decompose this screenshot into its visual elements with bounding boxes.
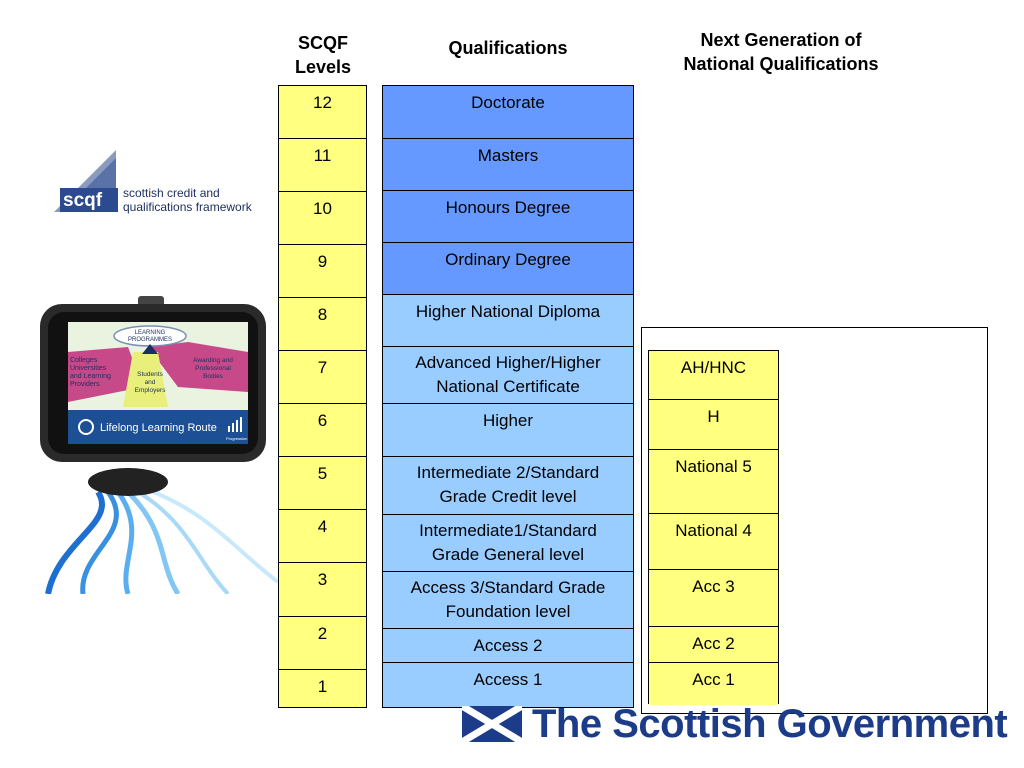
header-nextgen-line1: Next Generation of (700, 30, 862, 50)
qualification-line1: Higher National Diploma (415, 302, 601, 321)
qualification-line1: Ordinary Degree (445, 250, 571, 269)
level-cell-11: 11 (279, 139, 366, 192)
qualification-line1: Advanced Higher/Higher (415, 353, 601, 372)
satnav-top-label-2: PROGRAMMES (128, 337, 172, 343)
level-cell-9: 9 (279, 245, 366, 298)
qualification-line2: National Certificate (436, 377, 580, 396)
satnav-left-label-1: Colleges (70, 357, 98, 364)
satnav-route-label: Lifelong Learning Route (100, 422, 217, 434)
satnav-right-label-2: Professional (195, 365, 231, 372)
qualification-line1: Access 1 (473, 670, 543, 689)
qualification-line1: Higher (482, 411, 534, 430)
qualification-line1: Access 2 (473, 636, 543, 655)
header-next-generation: Next Generation of National Qualificatio… (640, 28, 922, 76)
qualification-cell: Doctorate (383, 86, 633, 139)
level-cell-1: 1 (279, 670, 366, 707)
next-generation-cell: Acc 2 (649, 627, 778, 663)
satnav-right-label-3: Bodies (203, 373, 224, 380)
next-generation-cell: National 4 (649, 514, 778, 570)
scottish-government-wordmark: The Scottish Government (532, 702, 1008, 746)
qualification-line1: Doctorate (471, 93, 545, 112)
next-generation-cell: AH/HNC (649, 351, 778, 400)
level-cell-10: 10 (279, 192, 366, 245)
qualification-cell: Access 2 (383, 629, 633, 663)
qualification-cell: Masters (383, 139, 633, 191)
satnav-progression-label: Progression (226, 436, 247, 441)
next-generation-cell: National 5 (649, 450, 778, 514)
level-cell-2: 2 (279, 617, 366, 670)
qualification-line2: Grade General level (431, 545, 585, 564)
saltire-flag-icon (462, 706, 522, 742)
satnav-center-label-1: Students (137, 371, 163, 378)
satnav-center-label-3: Employers (135, 387, 166, 394)
qualification-cell: Higher National Diploma (383, 295, 633, 347)
qualification-line1: Masters (477, 146, 539, 165)
header-nextgen-line2: National Qualifications (683, 54, 879, 74)
qualification-line2: Grade Credit level (439, 487, 577, 506)
header-qualifications: Qualifications (448, 38, 568, 58)
level-cell-3: 3 (279, 563, 366, 617)
header-scqf-levels: SCQF Levels (278, 31, 368, 79)
next-generation-cell: Acc 1 (649, 663, 778, 705)
qualification-line1: Intermediate1/Standard (419, 521, 597, 540)
qualification-line2: Foundation level (445, 602, 571, 621)
satnav-left-label-3: and Learning (70, 373, 111, 380)
scqf-logo-text: scottish credit and qualifications frame… (123, 186, 252, 214)
qualification-line1: Honours Degree (445, 198, 571, 217)
level-cell-8: 8 (279, 298, 366, 351)
satnav-left-label-2: Universities (70, 365, 107, 372)
header-scqf-line2: Levels (294, 57, 352, 77)
logo-line2: qualifications framework (123, 200, 252, 214)
level-cell-4: 4 (279, 510, 366, 563)
qualification-line1: Access 3/Standard Grade (410, 578, 606, 597)
satnav-top-label-1: LEARNING (135, 330, 166, 336)
qualification-cell: Honours Degree (383, 191, 633, 243)
scqf-mark-text: scqf (63, 190, 103, 211)
scqf-logo: scqf (54, 150, 118, 212)
qualification-cell: Higher (383, 404, 633, 457)
qualification-line1: Intermediate 2/Standard (416, 463, 600, 482)
satnav-left-label-4: Providers (70, 381, 100, 388)
level-cell-7: 7 (279, 351, 366, 404)
qualification-cell: Ordinary Degree (383, 243, 633, 295)
next-generation-cell: Acc 3 (649, 570, 778, 627)
satnav-right-label-1: Awarding and (193, 357, 233, 364)
logo-line1: scottish credit and (123, 186, 220, 200)
next-generation-cell: H (649, 400, 778, 450)
satnav-center-label-2: and (145, 379, 156, 386)
satnav-illustration: LEARNING PROGRAMMES Colleges Universitie… (40, 296, 278, 594)
level-cell-12: 12 (279, 86, 366, 139)
level-cell-5: 5 (279, 457, 366, 510)
header-scqf-line1: SCQF (297, 33, 348, 53)
qualification-cell: Access 1 (383, 663, 633, 707)
level-cell-6: 6 (279, 404, 366, 457)
